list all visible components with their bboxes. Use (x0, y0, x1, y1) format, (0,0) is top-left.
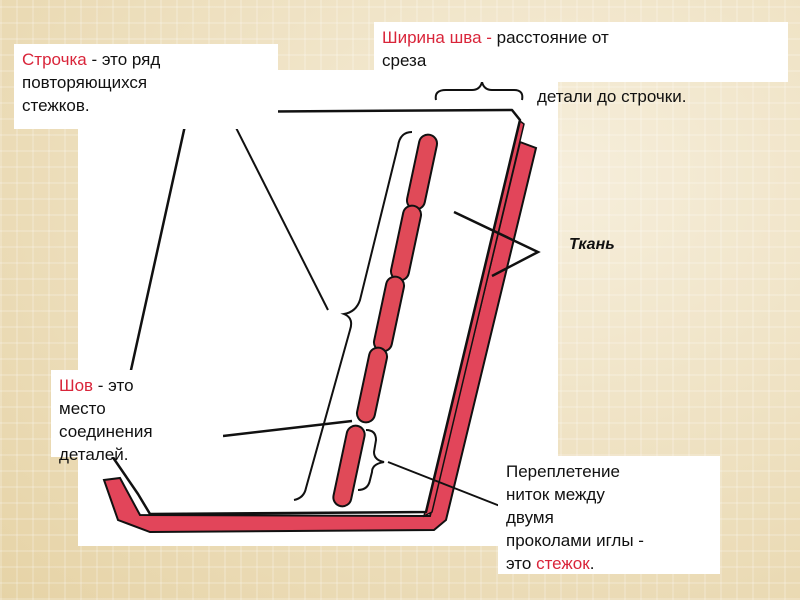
bottom-fabric-layer (102, 140, 538, 534)
seam-text-4: деталей. (59, 445, 129, 464)
stitch-line-term: Строчка (22, 50, 87, 69)
single-stitch-brace (357, 429, 385, 491)
stitch-line-text-3: стежков. (22, 96, 90, 115)
stitch-text-4: проколами иглы - (506, 531, 644, 550)
seam-text-2: место (59, 399, 106, 418)
fabric-label: Ткань (569, 236, 615, 253)
stitch-mark (332, 424, 366, 508)
seam-width-continuation: детали до строчки. (537, 87, 687, 106)
stitch-line-brace (293, 131, 413, 501)
stitch-line-label: Строчка - это ряд повторяющихся стежков. (14, 44, 278, 129)
stitch-text-3: двумя (506, 508, 554, 527)
seam-text-1: - это (93, 376, 134, 395)
seam-width-term: Ширина шва - (382, 28, 492, 47)
stitch-line-text-1: - это ряд (86, 50, 161, 69)
seam-width-brace (434, 81, 524, 101)
fabric-pointer (453, 210, 541, 278)
stitch-line (332, 133, 439, 508)
seam-width-text-1: расстояние от (491, 28, 609, 47)
seam-width-label: Ширина шва - расстояние от среза (374, 22, 788, 82)
stitch-mark (355, 346, 389, 424)
stitch-label: Переплетение ниток между двумя проколами… (498, 456, 720, 574)
seam-text-3: соединения (59, 422, 153, 441)
seam-term: Шов (59, 376, 94, 395)
stitch-text-1: Переплетение (506, 462, 620, 481)
stitch-term: стежок (536, 554, 590, 573)
stitch-line-pointer (221, 99, 329, 311)
stitch-text-5: это (506, 554, 537, 573)
seam-pointer (222, 419, 353, 438)
stitch-text-2: ниток между (506, 485, 605, 504)
stitch-pointer (387, 461, 501, 507)
stitch-line-text-2: повторяющихся (22, 73, 148, 92)
stitch-text-6: . (589, 554, 595, 573)
seam-width-text-2: среза (382, 51, 427, 70)
seam-label: Шов - это место соединения деталей. (51, 370, 223, 464)
